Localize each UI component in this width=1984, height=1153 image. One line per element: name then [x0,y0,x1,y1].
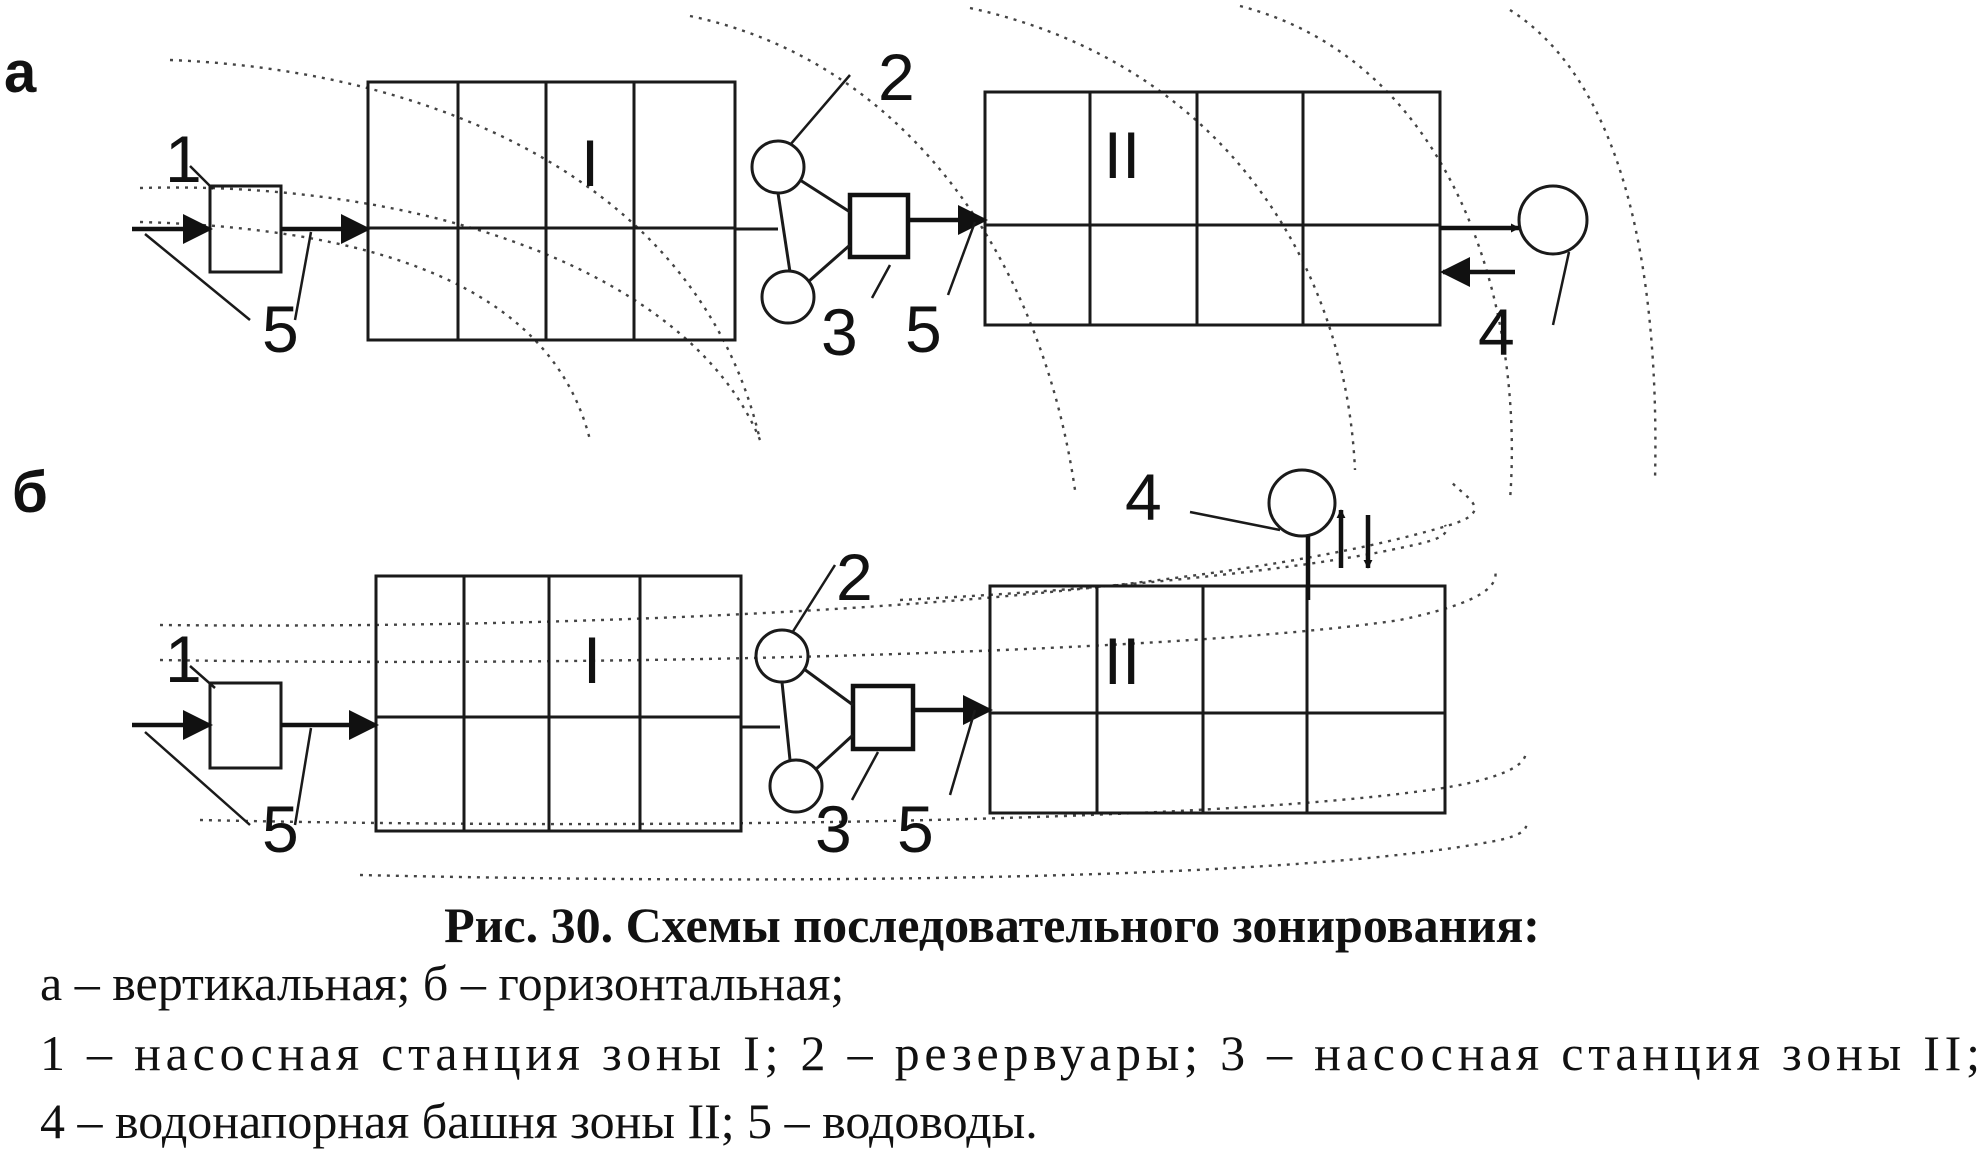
panel-b-label: б [12,460,48,525]
label-1-b: 1 [165,622,202,696]
contour-lines-b [159,479,1528,881]
caption-title: Рис. 30. Схемы последовательного зониров… [444,897,1540,953]
label-5-right-b: 5 [897,792,934,866]
contour-lines-a [139,4,1657,501]
label-5-right-a: 5 [905,292,942,366]
zone-2-building-a: II [983,90,1442,327]
zone-1-label-a: I [581,126,599,200]
caption-line-1: а – вертикальная; б – горизонтальная; [40,955,844,1011]
reservoir-lower-a [760,269,816,325]
pump-station-3-b [850,683,916,752]
zone-1-building-b: I [374,574,743,833]
zone-1-building-a: I [366,80,737,342]
pump-station-3-a [847,192,911,260]
label-2-a: 2 [878,40,915,114]
zone-2-building-b: II [988,584,1447,815]
panel-a: а I II [4,4,1657,501]
zone-2-label-a: II [1104,118,1141,192]
caption-line-3: 4 – водонапорная башня зоны II; 5 – водо… [40,1093,1038,1149]
reservoir-lower-b [768,758,824,814]
panel-a-label: а [4,40,37,105]
zone-1-label-b: I [583,623,601,697]
panel-b: б I II [12,460,1528,881]
zone-2-label-b: II [1104,624,1141,698]
label-4-a: 4 [1478,295,1515,369]
water-tower-a [1517,184,1589,256]
label-1-a: 1 [165,122,202,196]
label-3-b: 3 [815,792,852,866]
pump-station-1-a [208,184,283,274]
label-5-left-b: 5 [262,792,299,866]
caption: Рис. 30. Схемы последовательного зониров… [40,897,1980,1149]
label-4-b: 4 [1125,460,1162,534]
pump-station-1-b [208,681,283,770]
water-tower-b [1267,468,1337,538]
reservoir-upper-a [750,139,806,195]
label-5-left-a: 5 [262,292,299,366]
label-2-b: 2 [836,540,873,614]
label-3-a: 3 [821,295,858,369]
caption-line-2: 1 – насосная станция зоны I; 2 – резерву… [40,1025,1980,1081]
